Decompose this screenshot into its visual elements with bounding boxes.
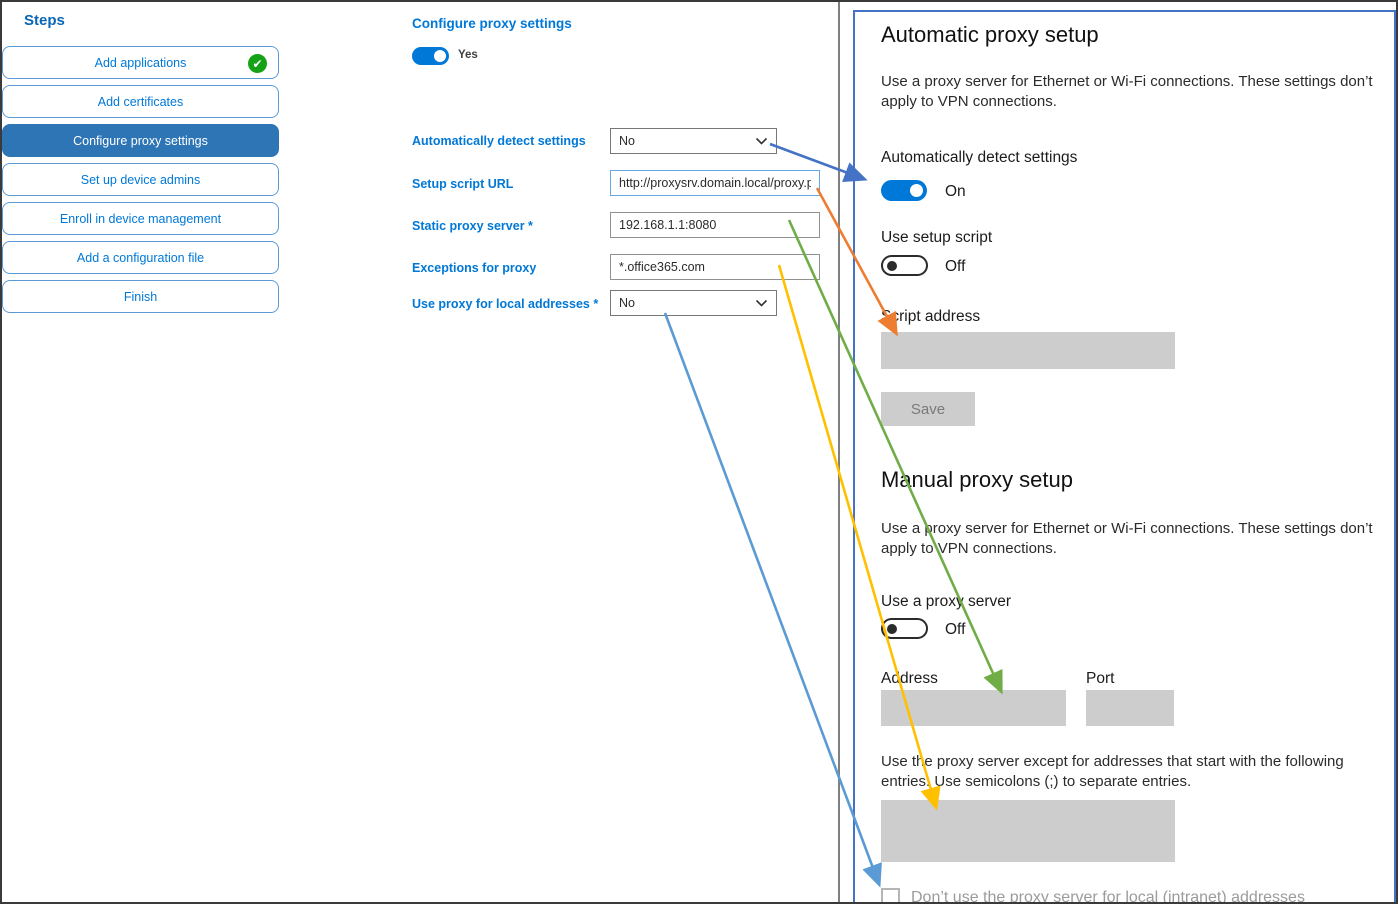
- page-title: Configure proxy settings: [412, 16, 572, 31]
- static-proxy-field-wrap: [610, 212, 820, 238]
- auto-detect-dropdown[interactable]: No: [610, 128, 777, 154]
- proxy-exceptions-textarea[interactable]: [881, 800, 1175, 862]
- setup-script-url-input[interactable]: [619, 176, 811, 190]
- step-label: Add certificates: [97, 94, 184, 109]
- toggle-knob: [434, 50, 446, 62]
- use-setup-script-state: Off: [945, 258, 966, 275]
- step-label: Set up device admins: [80, 172, 201, 187]
- address-label: Address: [881, 670, 938, 687]
- sidebar-item-add-applications[interactable]: Add applications ✔: [2, 46, 279, 79]
- auto-detect-label: Automatically detect settings: [412, 134, 586, 148]
- auto-detect-settings-label: Automatically detect settings: [881, 149, 1078, 166]
- step-label: Finish: [123, 289, 158, 304]
- dropdown-value: No: [619, 296, 635, 310]
- sidebar-item-add-certificates[interactable]: Add certificates: [2, 85, 279, 118]
- sidebar-item-finish[interactable]: Finish: [2, 280, 279, 313]
- manual-proxy-heading: Manual proxy setup: [881, 467, 1073, 492]
- windows-settings-proxy-panel: Automatic proxy setup Use a proxy server…: [853, 10, 1396, 904]
- configure-proxy-toggle-label: Yes: [458, 49, 478, 61]
- use-setup-script-label: Use setup script: [881, 229, 993, 246]
- steps-sidebar: Steps: [24, 12, 302, 29]
- screenshot-divider: [838, 2, 840, 902]
- chevron-down-icon: [755, 137, 768, 145]
- script-address-label: Script address: [881, 308, 981, 325]
- static-proxy-label: Static proxy server *: [412, 219, 533, 233]
- manual-proxy-description: Use a proxy server for Ethernet or Wi-Fi…: [881, 520, 1373, 557]
- port-input[interactable]: [1086, 690, 1174, 726]
- exceptions-input[interactable]: [619, 260, 811, 274]
- step-label: Add a configuration file: [76, 250, 205, 265]
- local-addresses-dropdown[interactable]: No: [610, 290, 777, 316]
- dropdown-value: No: [619, 134, 635, 148]
- script-address-input[interactable]: [881, 332, 1175, 369]
- auto-detect-settings-state: On: [945, 183, 966, 200]
- step-label: Configure proxy settings: [73, 133, 208, 148]
- save-button[interactable]: Save: [881, 392, 975, 426]
- use-proxy-server-label: Use a proxy server: [881, 593, 1012, 610]
- sidebar-item-add-configuration-file[interactable]: Add a configuration file: [2, 241, 279, 274]
- port-label: Port: [1086, 670, 1115, 687]
- sidebar-item-enroll-device-management[interactable]: Enroll in device management: [2, 202, 279, 235]
- toggle-knob: [887, 260, 897, 271]
- step-label: Add applications: [94, 55, 187, 70]
- steps-heading: Steps: [24, 12, 65, 29]
- static-proxy-input[interactable]: [619, 218, 811, 232]
- local-addresses-label: Use proxy for local addresses *: [412, 297, 599, 311]
- auto-detect-settings-toggle[interactable]: [881, 180, 927, 201]
- step-label: Enroll in device management: [59, 211, 222, 226]
- configure-proxy-toggle[interactable]: [412, 47, 449, 65]
- use-proxy-server-toggle[interactable]: [881, 618, 928, 639]
- arrow-local-addresses: [663, 312, 882, 888]
- toggle-knob: [910, 184, 923, 197]
- exceptions-label: Exceptions for proxy: [412, 261, 537, 275]
- address-input[interactable]: [881, 690, 1066, 726]
- use-setup-script-toggle[interactable]: [881, 255, 928, 276]
- sidebar-item-configure-proxy-settings[interactable]: Configure proxy settings: [2, 124, 279, 157]
- toggle-knob: [887, 623, 897, 634]
- automatic-proxy-heading: Automatic proxy setup: [881, 22, 1099, 47]
- proxy-exceptions-description: Use the proxy server except for addresse…: [881, 753, 1344, 790]
- setup-script-url-field-wrap: [610, 170, 820, 196]
- chevron-down-icon: [755, 299, 768, 307]
- sidebar-item-set-up-device-admins[interactable]: Set up device admins: [2, 163, 279, 196]
- use-proxy-server-state: Off: [945, 621, 966, 638]
- local-intranet-checkbox-label: Don’t use the proxy server for local (in…: [911, 889, 1305, 904]
- exceptions-field-wrap: [610, 254, 820, 280]
- local-intranet-checkbox[interactable]: [881, 888, 900, 902]
- setup-script-url-label: Setup script URL: [412, 177, 514, 191]
- step-complete-check-icon: ✔: [248, 54, 267, 73]
- automatic-proxy-description: Use a proxy server for Ethernet or Wi-Fi…: [881, 73, 1373, 110]
